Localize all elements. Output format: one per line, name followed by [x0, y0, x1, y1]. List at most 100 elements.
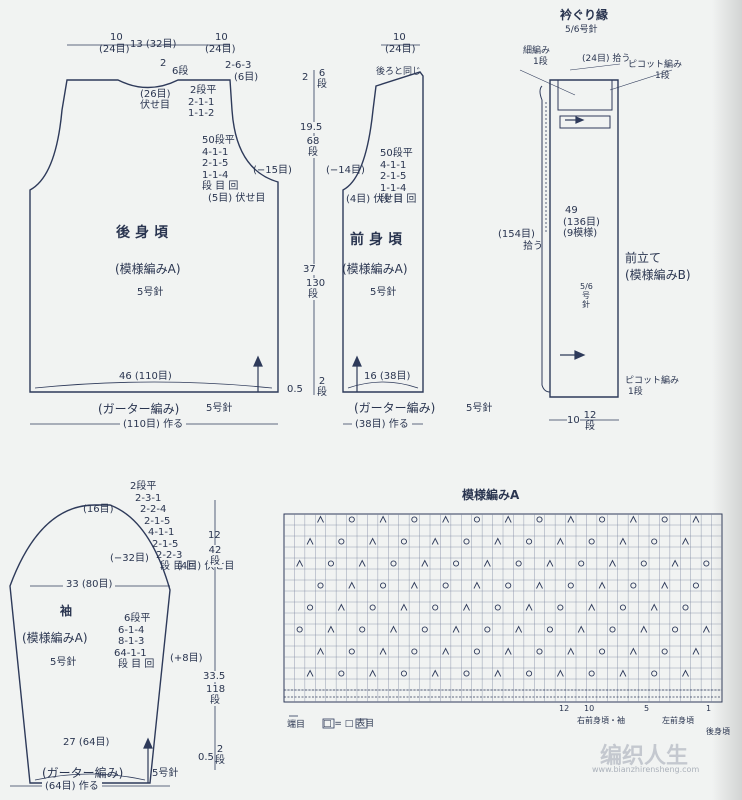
yarn-over-symbol [400, 538, 407, 545]
decrease-symbol [629, 647, 637, 655]
yarn-over-symbol [421, 626, 428, 633]
back-armhole-2: 2-1-5 [202, 158, 229, 169]
collar-band-needle: 5/6号針 [580, 282, 593, 309]
decrease-symbol [431, 537, 439, 545]
front-armhole-side: (−14目) [326, 165, 365, 176]
yarn-over-symbol [505, 582, 512, 589]
sleeve-side-2: 8-1-3 [118, 636, 145, 647]
yarn-over-symbol [296, 626, 303, 633]
front-title: 前身頃 [350, 232, 407, 248]
sleeve-hem-width: 27 (64目) [63, 737, 110, 748]
yarn-over-symbol [348, 516, 355, 523]
yarn-over-symbol [526, 670, 533, 677]
chart-label-right-front: 右前身頃・袖 [577, 716, 625, 725]
decrease-symbol [525, 603, 533, 611]
back-hem-needle: 5号針 [206, 403, 233, 414]
front-body-outline [342, 71, 424, 393]
sleeve-cap-4: 4-1-1 [148, 527, 175, 538]
front-hem-stitch: (ガーター編み) [354, 401, 436, 415]
decrease-symbol [369, 669, 377, 677]
collar-length-cm: 49 [565, 205, 578, 216]
sleeve-cast-on: (64目) 作る [42, 781, 102, 792]
yarn-over-symbol [661, 648, 668, 655]
collar-length-rows: (9模様) [563, 228, 598, 239]
decrease-symbol [504, 515, 512, 523]
yarn-over-symbol [494, 604, 501, 611]
sleeve-length-rows: 118 段 [206, 684, 226, 706]
back-top-right-cm: 10 [215, 32, 228, 43]
collar-band-pattern: (模様編みB) [625, 268, 691, 282]
back-neck-decrease-sts: (6目) [234, 72, 259, 83]
chart-label-left-front: 左前身頃 [662, 716, 694, 725]
front-same-as-back: 後ろと同じ [376, 67, 422, 77]
yarn-over-symbol [588, 670, 595, 677]
decrease-symbol [421, 559, 429, 567]
yarn-over-symbol [473, 516, 480, 523]
sleeve-hem-stitch: (ガーター編み) [42, 766, 124, 780]
yarn-over-symbol [651, 670, 658, 677]
sleeve-top-sts: (16目) [83, 504, 114, 515]
sleeve-length-cm: 33.5 [203, 671, 226, 682]
decrease-symbol [619, 537, 627, 545]
yarn-over-symbol [327, 560, 334, 567]
decrease-symbol [588, 603, 596, 611]
sleeve-cap-7: 段 目 回 [160, 561, 197, 572]
decrease-symbol [661, 581, 669, 589]
sleeve-upper-width: 33 (80目) [63, 579, 116, 590]
back-top-left-cm: 10 [110, 32, 123, 43]
collar-band-outline [549, 79, 619, 398]
sleeve-cap-1: 2-3-1 [135, 493, 162, 504]
collar-fine-rows: 1段 [533, 57, 548, 67]
yarn-over-symbol [400, 670, 407, 677]
chart-selvage: 端目 [287, 720, 306, 730]
chart-title: 模様編みA [462, 488, 520, 502]
yarn-over-symbol [359, 626, 366, 633]
yarn-over-symbol [442, 582, 449, 589]
decrease-symbol [348, 581, 356, 589]
sleeve-cap-6: 2-2-3 [156, 550, 183, 561]
decrease-symbol [306, 669, 314, 677]
decrease-symbol [682, 669, 689, 677]
yarn-over-symbol [578, 560, 585, 567]
yarn-over-symbol [651, 538, 658, 545]
decrease-symbol [390, 625, 397, 633]
back-cast-on: (110目) 作る [120, 419, 187, 430]
front-armhole-1: 4-1-1 [380, 160, 407, 171]
decrease-symbol [379, 647, 387, 655]
yarn-over-symbol [390, 560, 397, 567]
decrease-symbol [442, 647, 450, 655]
yarn-over-symbol [463, 670, 470, 677]
yarn-over-symbol [463, 538, 470, 545]
chart-num-5: 5 [644, 704, 650, 713]
decrease-symbol [452, 625, 460, 633]
collar-picot-rows: 1段 [655, 71, 670, 81]
collar-side-pick-sts: (154目) [498, 229, 535, 240]
front-pattern: (模様編みA) [342, 262, 408, 276]
yarn-over-symbol [692, 582, 699, 589]
yarn-over-symbol [557, 604, 564, 611]
sleeve-cap-3: 2-1-5 [144, 516, 171, 527]
back-neck-rows: 2 [160, 58, 167, 69]
book-gutter-shadow [712, 0, 742, 800]
sleeve-hem-rows: 2 段 [215, 744, 225, 766]
yarn-over-symbol [338, 538, 345, 545]
chart-legend: □ = □ 表目 [323, 719, 375, 729]
decrease-symbol [650, 603, 658, 611]
chart-num-10: 10 [584, 704, 595, 713]
yarn-over-symbol [515, 560, 522, 567]
decrease-symbol [306, 537, 314, 545]
decrease-symbol [609, 559, 616, 567]
sleeve-cap-rows: 42 段 [208, 545, 222, 567]
height-armhole-cm: 19.5 [300, 122, 323, 133]
yarn-over-symbol [453, 560, 460, 567]
yarn-over-symbol [411, 516, 418, 523]
yarn-over-symbol [640, 560, 647, 567]
sleeve-side-1: 6-1-4 [118, 625, 145, 636]
yarn-over-symbol [682, 604, 689, 611]
height-body-cm: 37 [303, 264, 316, 275]
back-top-left-sts: (24目) [99, 44, 130, 55]
front-armhole-2: 2-1-5 [380, 171, 407, 182]
front-needle: 5号針 [370, 287, 397, 298]
back-armhole-0: 50段平 [202, 135, 235, 146]
chart-label-back: 後身頃 [706, 727, 730, 736]
